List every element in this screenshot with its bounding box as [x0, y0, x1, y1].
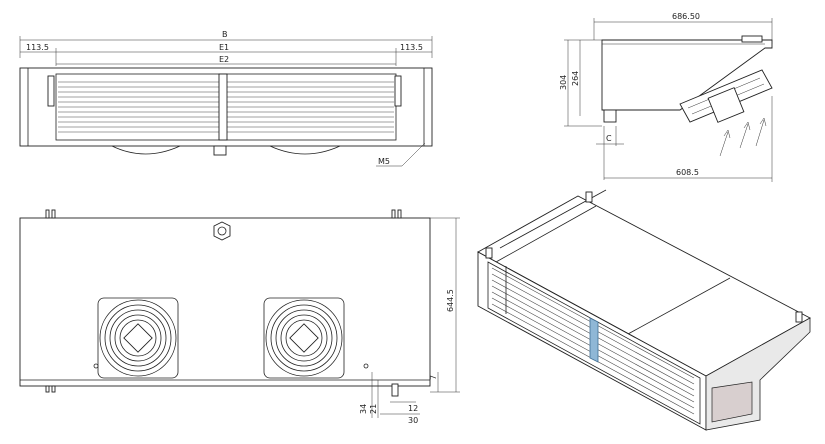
dim-bottom-30: 30 — [408, 416, 418, 425]
screw-label: M5 — [378, 157, 390, 166]
dim-bottom-7: 7 — [429, 375, 438, 380]
airflow-arrows — [719, 117, 767, 157]
fan-arc-left — [111, 145, 181, 155]
dim-b-label: B — [222, 30, 228, 39]
isometric-view — [477, 189, 811, 431]
dim-bottom-34: 34 — [359, 404, 368, 414]
dim-bottom-21: 21 — [369, 404, 378, 414]
bottom-view: 644.5 7 34 21 12 30 — [19, 209, 460, 425]
dim-e2-label: E2 — [219, 55, 229, 64]
side-drain — [603, 109, 617, 123]
bottom-drain-nut — [213, 221, 231, 241]
dim-side-c: C — [606, 134, 612, 143]
dim-side-height-outer: 304 — [559, 75, 568, 90]
fan-guard-right — [263, 297, 345, 379]
side-housing — [601, 39, 773, 111]
iso-center-bracket — [589, 317, 599, 363]
front-view: B 113.5 113.5 E1 E2 — [19, 30, 433, 167]
iso-top-seam — [627, 277, 731, 335]
bottom-housing — [19, 217, 431, 387]
dim-left-offset: 113.5 — [26, 43, 49, 52]
dim-bottom-12: 12 — [408, 404, 418, 413]
dim-e1-label: E1 — [219, 43, 229, 52]
fan-guard-left — [97, 297, 179, 379]
dim-bottom-depth: 644.5 — [446, 289, 455, 312]
dim-side-depth: 686.50 — [672, 12, 700, 21]
side-view: 686.50 304 264 C — [559, 12, 773, 182]
dim-side-bottom: 608.5 — [676, 168, 699, 177]
dim-right-offset: 113.5 — [400, 43, 423, 52]
dim-side-height-inner: 264 — [571, 71, 580, 86]
fan-arc-right — [269, 145, 341, 155]
drain-fitting — [213, 145, 227, 156]
